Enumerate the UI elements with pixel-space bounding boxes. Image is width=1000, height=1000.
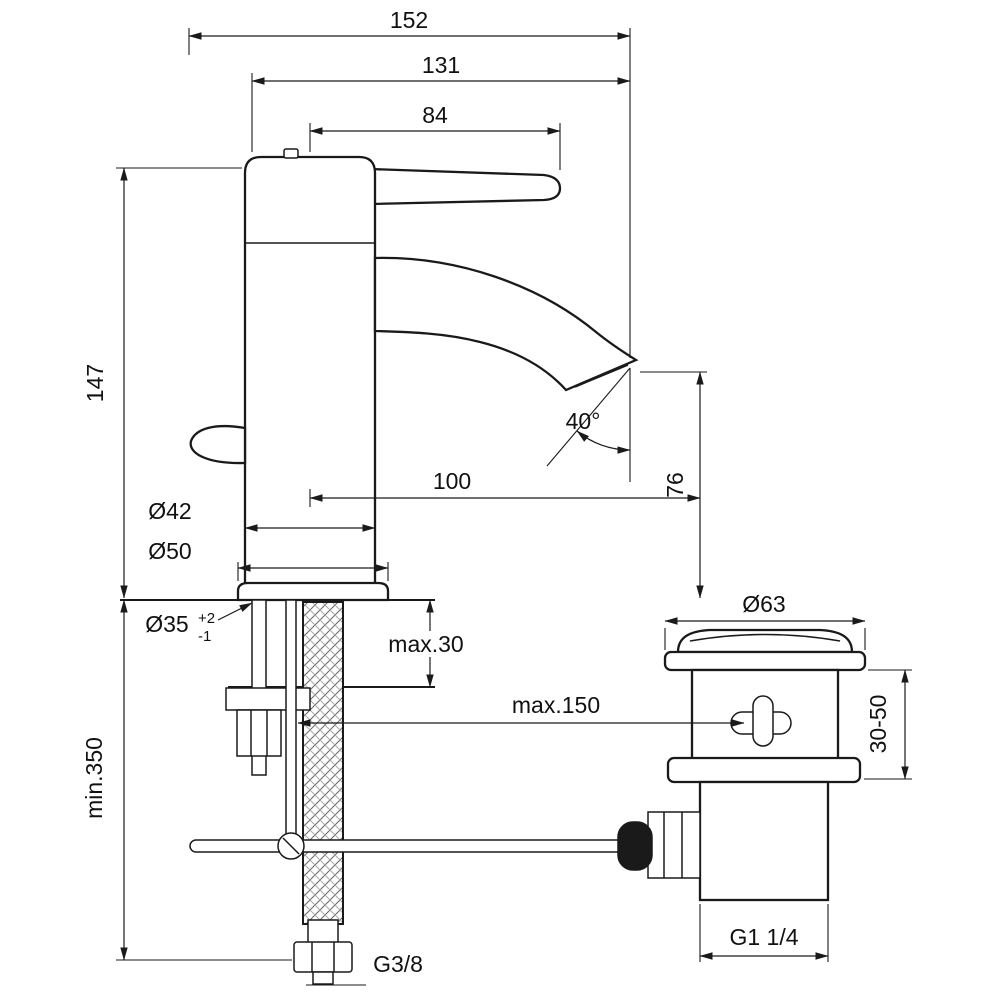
waste-flange bbox=[663, 650, 867, 672]
mounting-washer bbox=[225, 687, 311, 711]
dim-min350-label: min.350 bbox=[81, 737, 107, 819]
waste-plug-cap bbox=[676, 628, 854, 654]
horizontal-linkage-rod bbox=[189, 839, 649, 853]
dim-40deg-label: 40° bbox=[566, 408, 601, 434]
faucet bbox=[189, 148, 639, 602]
hose-ferrule bbox=[307, 919, 339, 945]
dim-42-label: Ø42 bbox=[148, 498, 191, 524]
dim-100-label: 100 bbox=[433, 468, 471, 494]
faucet-pivot-pin bbox=[283, 148, 299, 159]
dim-50-label: Ø50 bbox=[148, 538, 191, 564]
dim-147-label: 147 bbox=[82, 364, 108, 402]
mounting-nut bbox=[236, 709, 282, 757]
faucet-body bbox=[243, 155, 377, 587]
dim-supply-thread: G3/8 bbox=[306, 951, 423, 986]
drain-pull-rod bbox=[285, 599, 297, 859]
dim-hole-diameter: Ø35 +2 -1 bbox=[145, 602, 253, 645]
dim-35-label: Ø35 bbox=[145, 611, 188, 637]
dim-3050-label: 30-50 bbox=[865, 695, 891, 754]
waste-plug-cap-arc bbox=[689, 633, 841, 642]
angle-leg-stream bbox=[546, 367, 631, 467]
dim-g114-label: G1 1/4 bbox=[729, 924, 798, 950]
spout-aerator-line bbox=[574, 364, 629, 388]
dim-35-tol-minus: -1 bbox=[198, 628, 211, 645]
dim-hose-length: min.350 bbox=[81, 599, 292, 961]
dim-35-tol-plus: +2 bbox=[198, 610, 215, 627]
dim-body-diameter: Ø42 bbox=[148, 498, 376, 532]
supply-hose-braid bbox=[302, 601, 344, 925]
rod-clamp-screw-slot bbox=[282, 837, 300, 855]
hose-tip bbox=[312, 971, 334, 985]
dim-40deg: 40° bbox=[546, 367, 631, 482]
dim-max30-label: max.30 bbox=[388, 631, 463, 657]
dim-100: 100 bbox=[309, 468, 701, 507]
dim-g38-label: G3/8 bbox=[373, 951, 423, 977]
hose-nut bbox=[293, 941, 353, 973]
dim-76-label: 76 bbox=[662, 472, 688, 498]
faucet-spout bbox=[373, 256, 639, 392]
dim-waste-flange: Ø63 bbox=[664, 591, 866, 650]
waste-ball-joint-nut bbox=[647, 811, 701, 879]
faucet-side-lever bbox=[189, 424, 247, 465]
waste-ball-joint bbox=[617, 821, 653, 871]
dim-84: 84 bbox=[309, 102, 561, 170]
dim-max30-label-bg bbox=[372, 631, 482, 657]
dim-152-label: 152 bbox=[390, 7, 428, 33]
faucet-lever bbox=[368, 167, 562, 206]
dim-76: 76 bbox=[640, 371, 707, 599]
popup-waste-assembly bbox=[617, 628, 867, 902]
waste-tailpipe bbox=[698, 780, 830, 902]
angle-arc bbox=[576, 430, 631, 454]
dim-63-label: Ø63 bbox=[742, 591, 785, 617]
dim-rod-reach: max.150 bbox=[297, 692, 745, 727]
waste-slot bbox=[752, 695, 774, 747]
dim-131: 131 bbox=[251, 52, 631, 152]
dim-147: 147 bbox=[82, 167, 242, 599]
dim-84-label: 84 bbox=[422, 102, 448, 128]
dim-base-diameter: Ø50 bbox=[148, 538, 389, 581]
dim-35-leader bbox=[217, 602, 253, 621]
dim-clamp-range: 30-50 bbox=[864, 669, 912, 780]
dim-deck-thickness: max.30 bbox=[372, 599, 482, 688]
waste-lower-flange bbox=[666, 756, 862, 784]
dim-waste-thread: G1 1/4 bbox=[699, 904, 829, 962]
under-counter-assembly bbox=[189, 599, 649, 985]
faucet-base bbox=[236, 581, 390, 602]
dim-max150-label: max.150 bbox=[512, 692, 600, 718]
dim-131-label: 131 bbox=[422, 52, 460, 78]
